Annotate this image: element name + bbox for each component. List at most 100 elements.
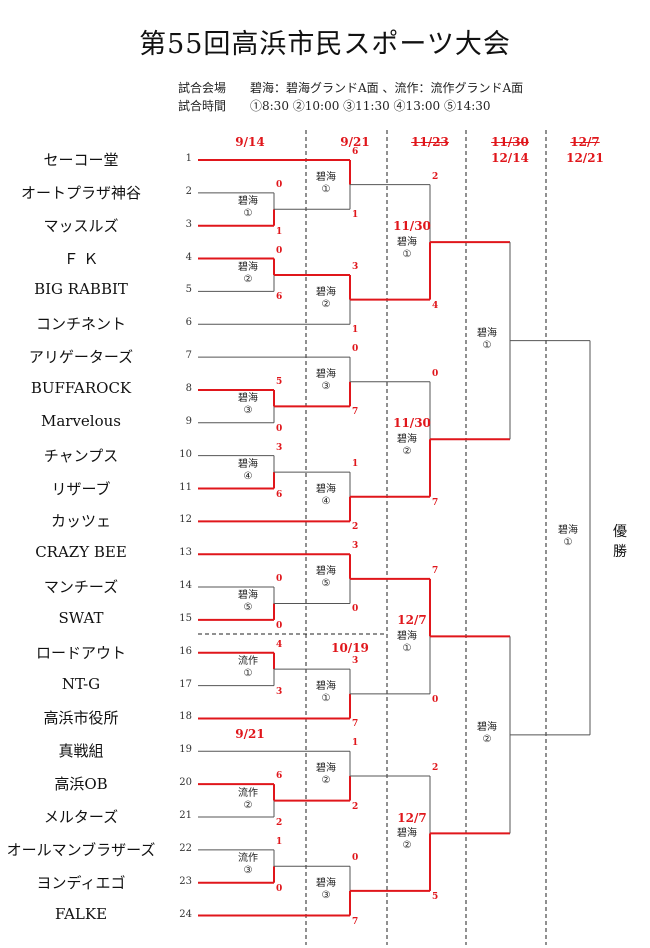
date-r1: 9/14 [235,135,265,149]
team-seed: 12 [179,514,192,526]
venue-label: 碧海 ① [477,327,497,351]
team-name: チャンプス [43,446,119,465]
venue-label: 碧海 ⑤ [316,565,336,589]
venue-label: 流作 ② [238,787,258,811]
team-seed: 21 [179,810,192,821]
date-r1-lower: 9/21 [235,727,265,741]
score-label: 3 [352,656,359,667]
team-name: BUFFAROCK [30,378,132,397]
venue-label: 碧海 ① [397,631,417,655]
team-seed: 22 [179,842,192,854]
team-seed: 15 [179,612,192,624]
team-seed: 18 [179,711,192,723]
team-seed: 4 [185,251,192,263]
venue-label: 碧海 ② [397,434,417,458]
score-label: 0 [276,179,283,190]
team-name: SWAT [58,608,104,627]
score-label: 5 [276,376,283,387]
venue-label: 碧海 ② [238,261,258,285]
score-label: 3 [352,541,359,552]
team-name: コンチネント [35,315,126,334]
venue-label: 碧海 ③ [316,877,336,901]
date-qf1: 11/30 [393,219,431,233]
score-label: 2 [352,522,359,533]
score-label: 4 [432,300,439,311]
score-label: 0 [352,853,359,864]
time-info: 試合時間 ①8:30 ②10:00 ③11:30 ④13:00 ⑤14:30 [178,99,491,113]
tournament-title: 第55回高浜市民スポーツ大会 [139,29,511,60]
team-name: BIG RABBIT [34,280,128,299]
score-label: 2 [432,171,439,182]
team-name: マッスルズ [43,216,119,235]
score-label: 6 [276,771,283,782]
score-label: 0 [276,574,283,585]
venue-label: 碧海 ⑤ [238,590,258,614]
team-name: Ｆ Ｋ [63,249,99,268]
team-name: アリゲーターズ [28,348,134,367]
score-label: 4 [276,639,283,650]
team-seed: 6 [185,317,192,329]
score-label: 1 [352,325,359,336]
venue-label: 碧海 ① [397,237,417,261]
score-label: 1 [352,459,359,470]
score-label: 7 [432,497,439,508]
team-seed: 17 [179,678,192,690]
team-seed: 14 [179,580,192,592]
score-label: 2 [432,762,439,773]
date-qf-old: 11/23 [411,135,449,149]
date-final-new: 12/21 [566,151,604,165]
score-label: 0 [276,423,283,434]
score-label: 0 [276,245,283,256]
score-label: 1 [276,226,283,237]
team-seed: 10 [179,448,192,460]
score-label: 1 [352,738,359,749]
score-label: 1 [276,836,283,847]
date-qf3: 12/7 [397,613,427,627]
team-seed: 9 [185,415,192,427]
team-name: 高浜OB [54,775,108,794]
score-label: 2 [352,801,359,812]
team-seed: 1 [185,153,192,164]
venue-label: 碧海 ④ [316,483,336,507]
team-name: カッツェ [50,512,111,531]
venue-label: 碧海 ① [316,680,336,704]
team-seed: 19 [179,744,192,756]
score-label: 6 [276,292,283,303]
date-qf4: 12/7 [397,811,427,825]
team-name: ロードアウト [35,643,126,662]
venue-label: 碧海 ② [397,828,417,852]
team-seed: 16 [179,645,192,657]
venue-label: 碧海 ② [477,721,497,745]
team-seed: 8 [185,382,192,394]
venue-label: 碧海 ① [558,524,578,548]
team-name: オートプラザ神谷 [20,183,141,202]
score-label: 7 [352,719,359,730]
team-seed: 3 [185,218,192,230]
score-label: 7 [352,407,359,418]
team-name: リザーブ [51,479,111,498]
venue-label: 流作 ① [238,656,258,680]
team-name: メルターズ [43,808,119,826]
venue-label: 碧海 ③ [316,368,336,392]
team-seed: 5 [185,284,192,296]
venue-label: 碧海 ② [316,286,336,310]
score-label: 0 [432,368,439,379]
venue-info: 試合会場 碧海：碧海グランドA面 、流作：流作グランドA面 [178,81,524,95]
venue-label: 碧海 ① [238,196,258,220]
score-label: 3 [276,442,283,453]
score-label: 7 [352,916,359,927]
venue-label: 碧海 ① [316,171,336,195]
team-seed: 7 [185,350,192,362]
team-name: 高浜市役所 [43,709,119,728]
team-name: CRAZY BEE [35,543,127,562]
team-name: Marvelous [40,411,121,430]
venue-label: 碧海 ② [316,762,336,786]
team-name: ヨンディエゴ [36,873,126,892]
score-label: 0 [352,344,359,355]
venue-label: 碧海 ③ [238,393,258,417]
date-sf-new: 12/14 [491,151,529,165]
score-label: 0 [432,694,439,705]
score-label: 6 [276,489,283,500]
score-label: 0 [276,620,283,631]
